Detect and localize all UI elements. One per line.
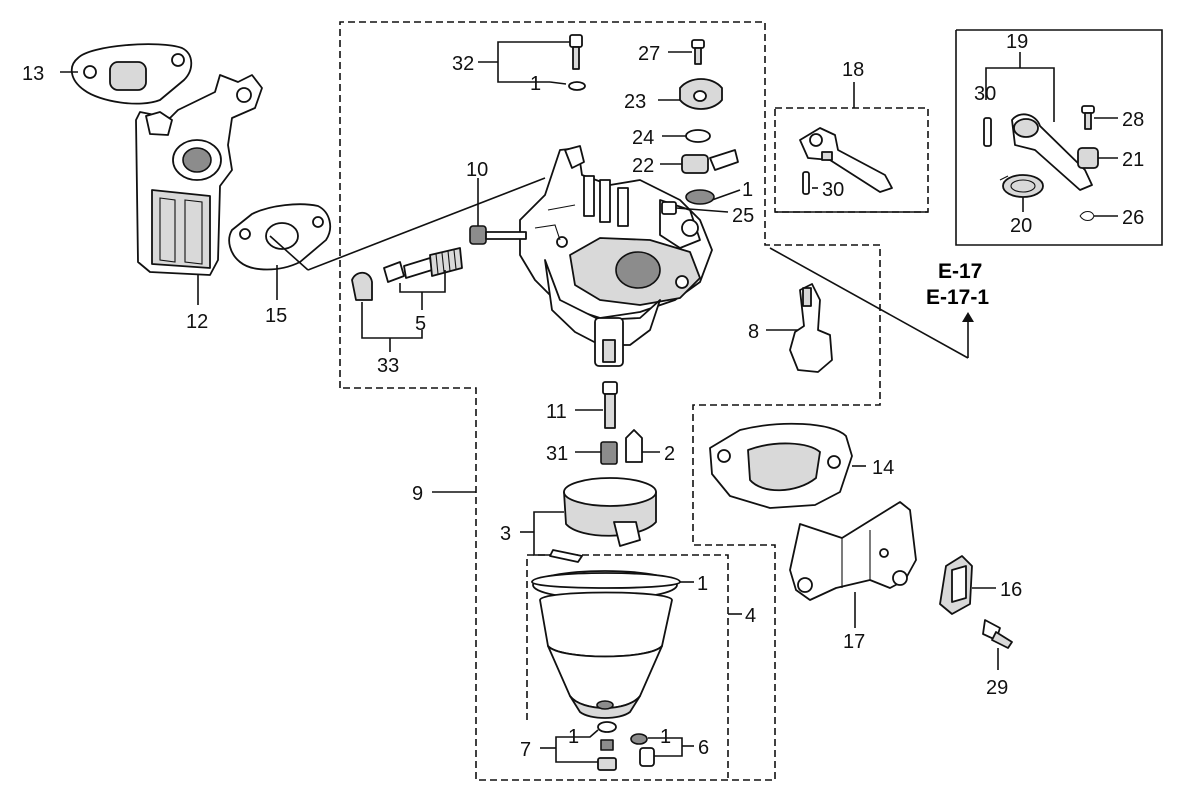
washer-24 [685,129,711,143]
insulator-12 [135,74,263,276]
callout-7: 7 [520,739,531,761]
callout-9: 9 [412,483,423,505]
reference-e17[interactable]: E-17 [938,260,982,283]
float-valve-2 [625,429,643,463]
washer-1-mid [685,189,715,205]
gasket-14 [709,422,853,509]
reference-arrow-icon [962,312,974,322]
drain-screw-6 [630,733,655,767]
washer-1-top [568,81,586,91]
bracket-33 [361,302,423,339]
bowl-gasket-1 [531,572,681,589]
reference-e17-1[interactable]: E-17-1 [926,286,989,309]
callout-15: 15 [265,305,287,327]
callout-23: 23 [624,91,646,113]
callout-12: 12 [186,311,208,333]
gasket-15 [228,203,332,271]
screw-27 [691,39,705,65]
callout-33: 33 [377,355,399,377]
choke-lever-18 [799,127,893,193]
callout-19: 19 [1006,31,1028,53]
clip-26 [1079,210,1095,222]
callout-11: 11 [546,401,567,423]
callout-29: 29 [986,677,1008,699]
screw-29 [982,619,1013,649]
callout-14: 14 [872,457,894,479]
bracket-17 [789,501,917,601]
pilot-screw-5 [383,247,463,283]
screw-10 [469,225,527,245]
callout-28: 28 [1122,109,1144,131]
callout-20: 20 [1010,215,1032,237]
callout-5: 5 [415,313,426,335]
callout-32: 32 [452,53,474,75]
callout-10: 10 [466,159,488,181]
callout-8: 8 [748,321,759,343]
callout-3: 3 [500,523,511,545]
callout-31: 31 [546,443,568,465]
callout-1-b7: 1 [568,726,579,748]
callout-24: 24 [632,127,654,149]
callout-1-mid: 1 [742,179,753,201]
callout-30-b: 30 [974,83,996,105]
screw-28 [1081,105,1095,130]
nozzle-11 [602,381,618,429]
cable-clamp-16 [939,555,973,615]
callout-21: 21 [1122,149,1144,171]
carburetor-assembly-outline [339,21,881,781]
carburetor-body [519,145,713,367]
choke-plate-8 [789,283,833,373]
pin-30-a [802,171,810,195]
callout-25: 25 [732,205,754,227]
callout-17: 17 [843,631,865,653]
float-chamber-outline [526,554,729,778]
float-3 [549,477,657,563]
bracket-3 [533,511,564,556]
callout-1-bowl: 1 [697,573,708,595]
drain-bolt-7 [597,721,617,771]
callout-22: 22 [632,155,654,177]
jet-31 [600,441,618,465]
callout-1-b6: 1 [660,726,671,748]
callout-18: 18 [842,59,864,81]
float-bowl-4 [532,570,678,719]
callout-26: 26 [1122,207,1144,229]
gasket-13 [70,43,193,105]
callout-16: 16 [1000,579,1022,601]
leader-15-to-carb [269,235,309,271]
callout-13: 13 [22,63,44,85]
callout-1-top: 1 [530,73,541,95]
cap-23 [679,78,723,110]
pin-30-b [983,117,992,147]
callout-2: 2 [664,443,675,465]
callout-27: 27 [638,43,660,65]
cap-33 [351,271,373,301]
spring-20 [999,174,1044,198]
callout-6: 6 [698,737,709,759]
needle-22 [681,149,739,174]
reference-leader [769,247,969,359]
throttle-lever-box [955,29,1163,246]
throttle-lever-19 [1011,113,1093,191]
screw-32 [569,34,583,70]
collar-21 [1077,147,1099,169]
callout-4: 4 [745,605,756,627]
plug-25 [661,201,677,215]
callout-30-a: 30 [822,179,844,201]
